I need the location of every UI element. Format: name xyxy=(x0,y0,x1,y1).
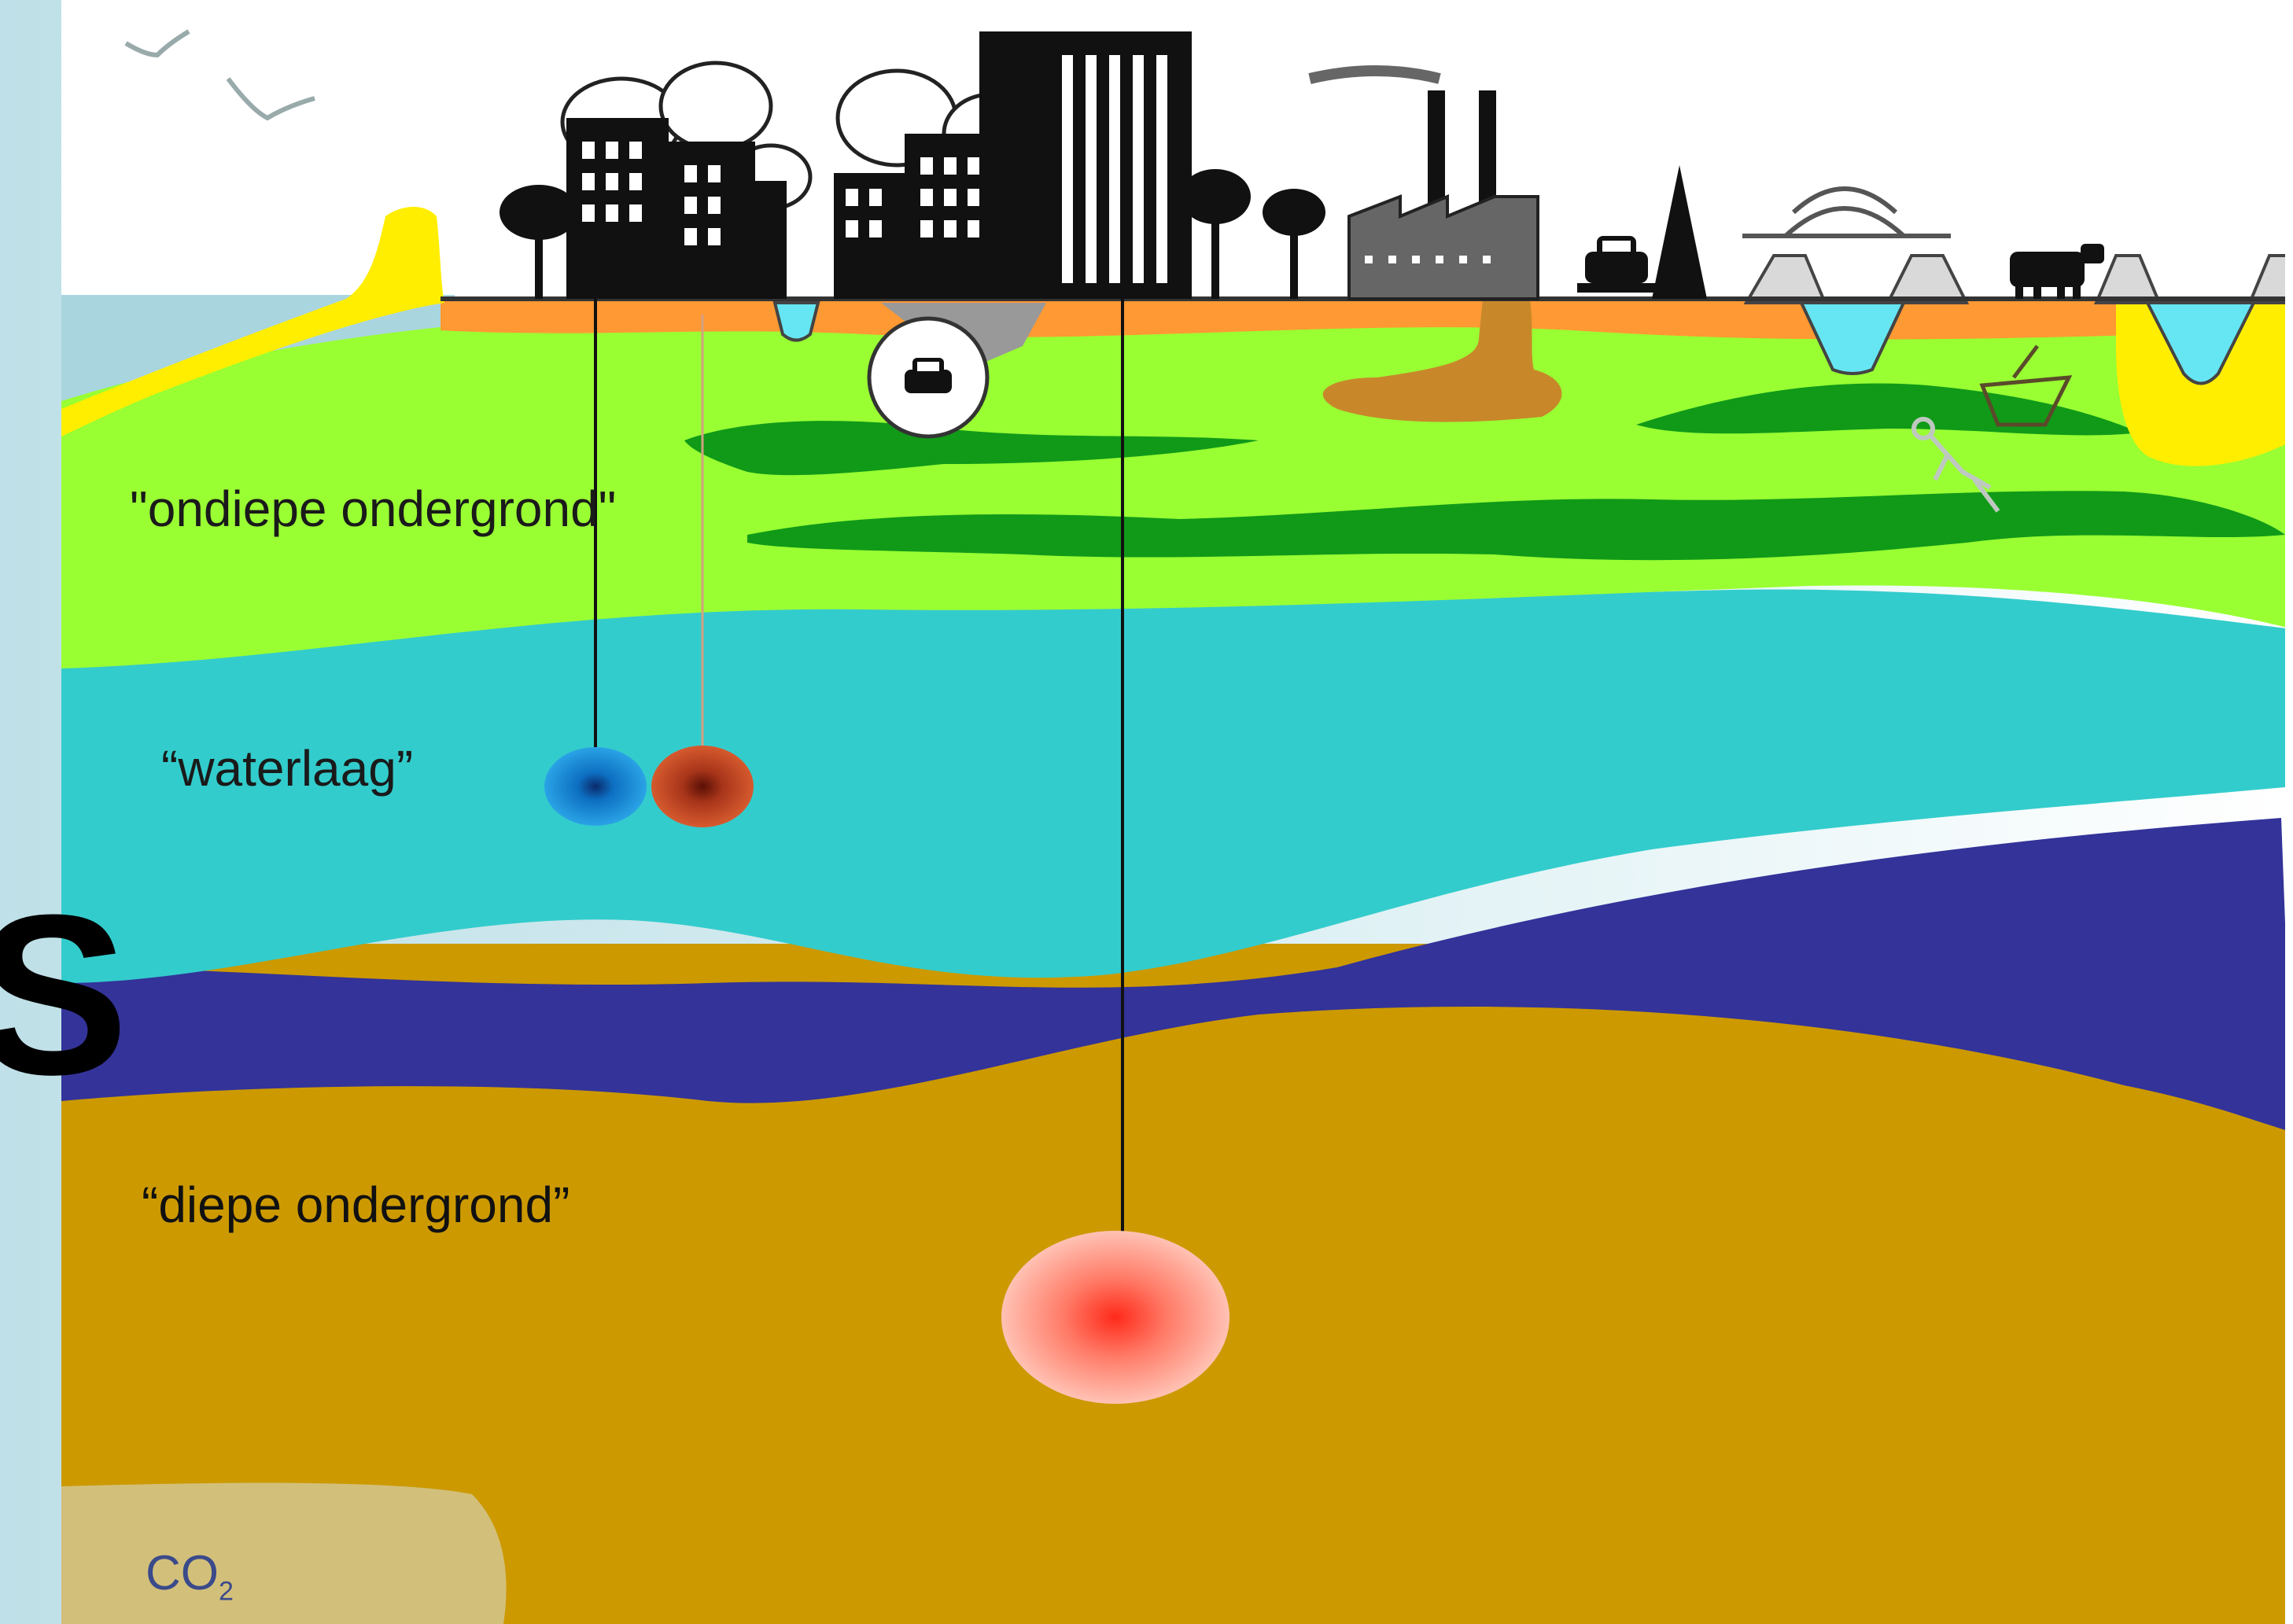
shallow-subsurface-label: "ondiepe ondergrond" xyxy=(130,481,617,537)
clay-lens-1 xyxy=(684,421,1259,476)
clay-lens-3 xyxy=(1636,383,2140,436)
dike-2 xyxy=(1885,254,1970,304)
canal-1 xyxy=(772,301,820,342)
aquifer-layer xyxy=(61,589,2293,983)
canal-2 xyxy=(1798,301,1907,375)
co2-label-subscript: 2 xyxy=(219,1576,234,1607)
clay-layer xyxy=(61,818,2293,1132)
sand-dune-left xyxy=(61,206,444,436)
shipwreck-icon xyxy=(1979,344,2073,427)
cold-storage-well xyxy=(544,747,647,826)
factory-icon xyxy=(1308,65,1539,300)
bridge-icon xyxy=(1742,186,1951,238)
water-layer-label: “waterlaag” xyxy=(161,740,414,797)
dike-3 xyxy=(2094,254,2162,304)
clay-lens-2 xyxy=(747,491,2285,561)
pollution-plume xyxy=(1322,299,1562,422)
dike-4 xyxy=(2247,254,2293,304)
warm-storage-well xyxy=(651,746,754,827)
canal-3 xyxy=(2144,301,2257,385)
skeleton-icon xyxy=(1911,417,2000,513)
geothermal-reservoir xyxy=(1001,1231,1229,1404)
edge-glyph: S xyxy=(0,867,129,1122)
seagull-icon xyxy=(124,29,315,121)
dike-1 xyxy=(1743,254,1827,304)
tree-icon xyxy=(500,165,1707,299)
cow-icon xyxy=(2010,244,2104,299)
car-icon xyxy=(1577,236,1664,293)
co2-label-main: CO xyxy=(146,1546,219,1600)
co2-label: CO2 xyxy=(146,1545,234,1607)
tunnel-car-icon xyxy=(867,303,1046,439)
right-edge xyxy=(2285,0,2293,1624)
deep-subsurface-label: “diepe ondergrond” xyxy=(142,1177,570,1233)
co2-zone xyxy=(61,1482,507,1624)
tower-icon xyxy=(979,31,1192,299)
